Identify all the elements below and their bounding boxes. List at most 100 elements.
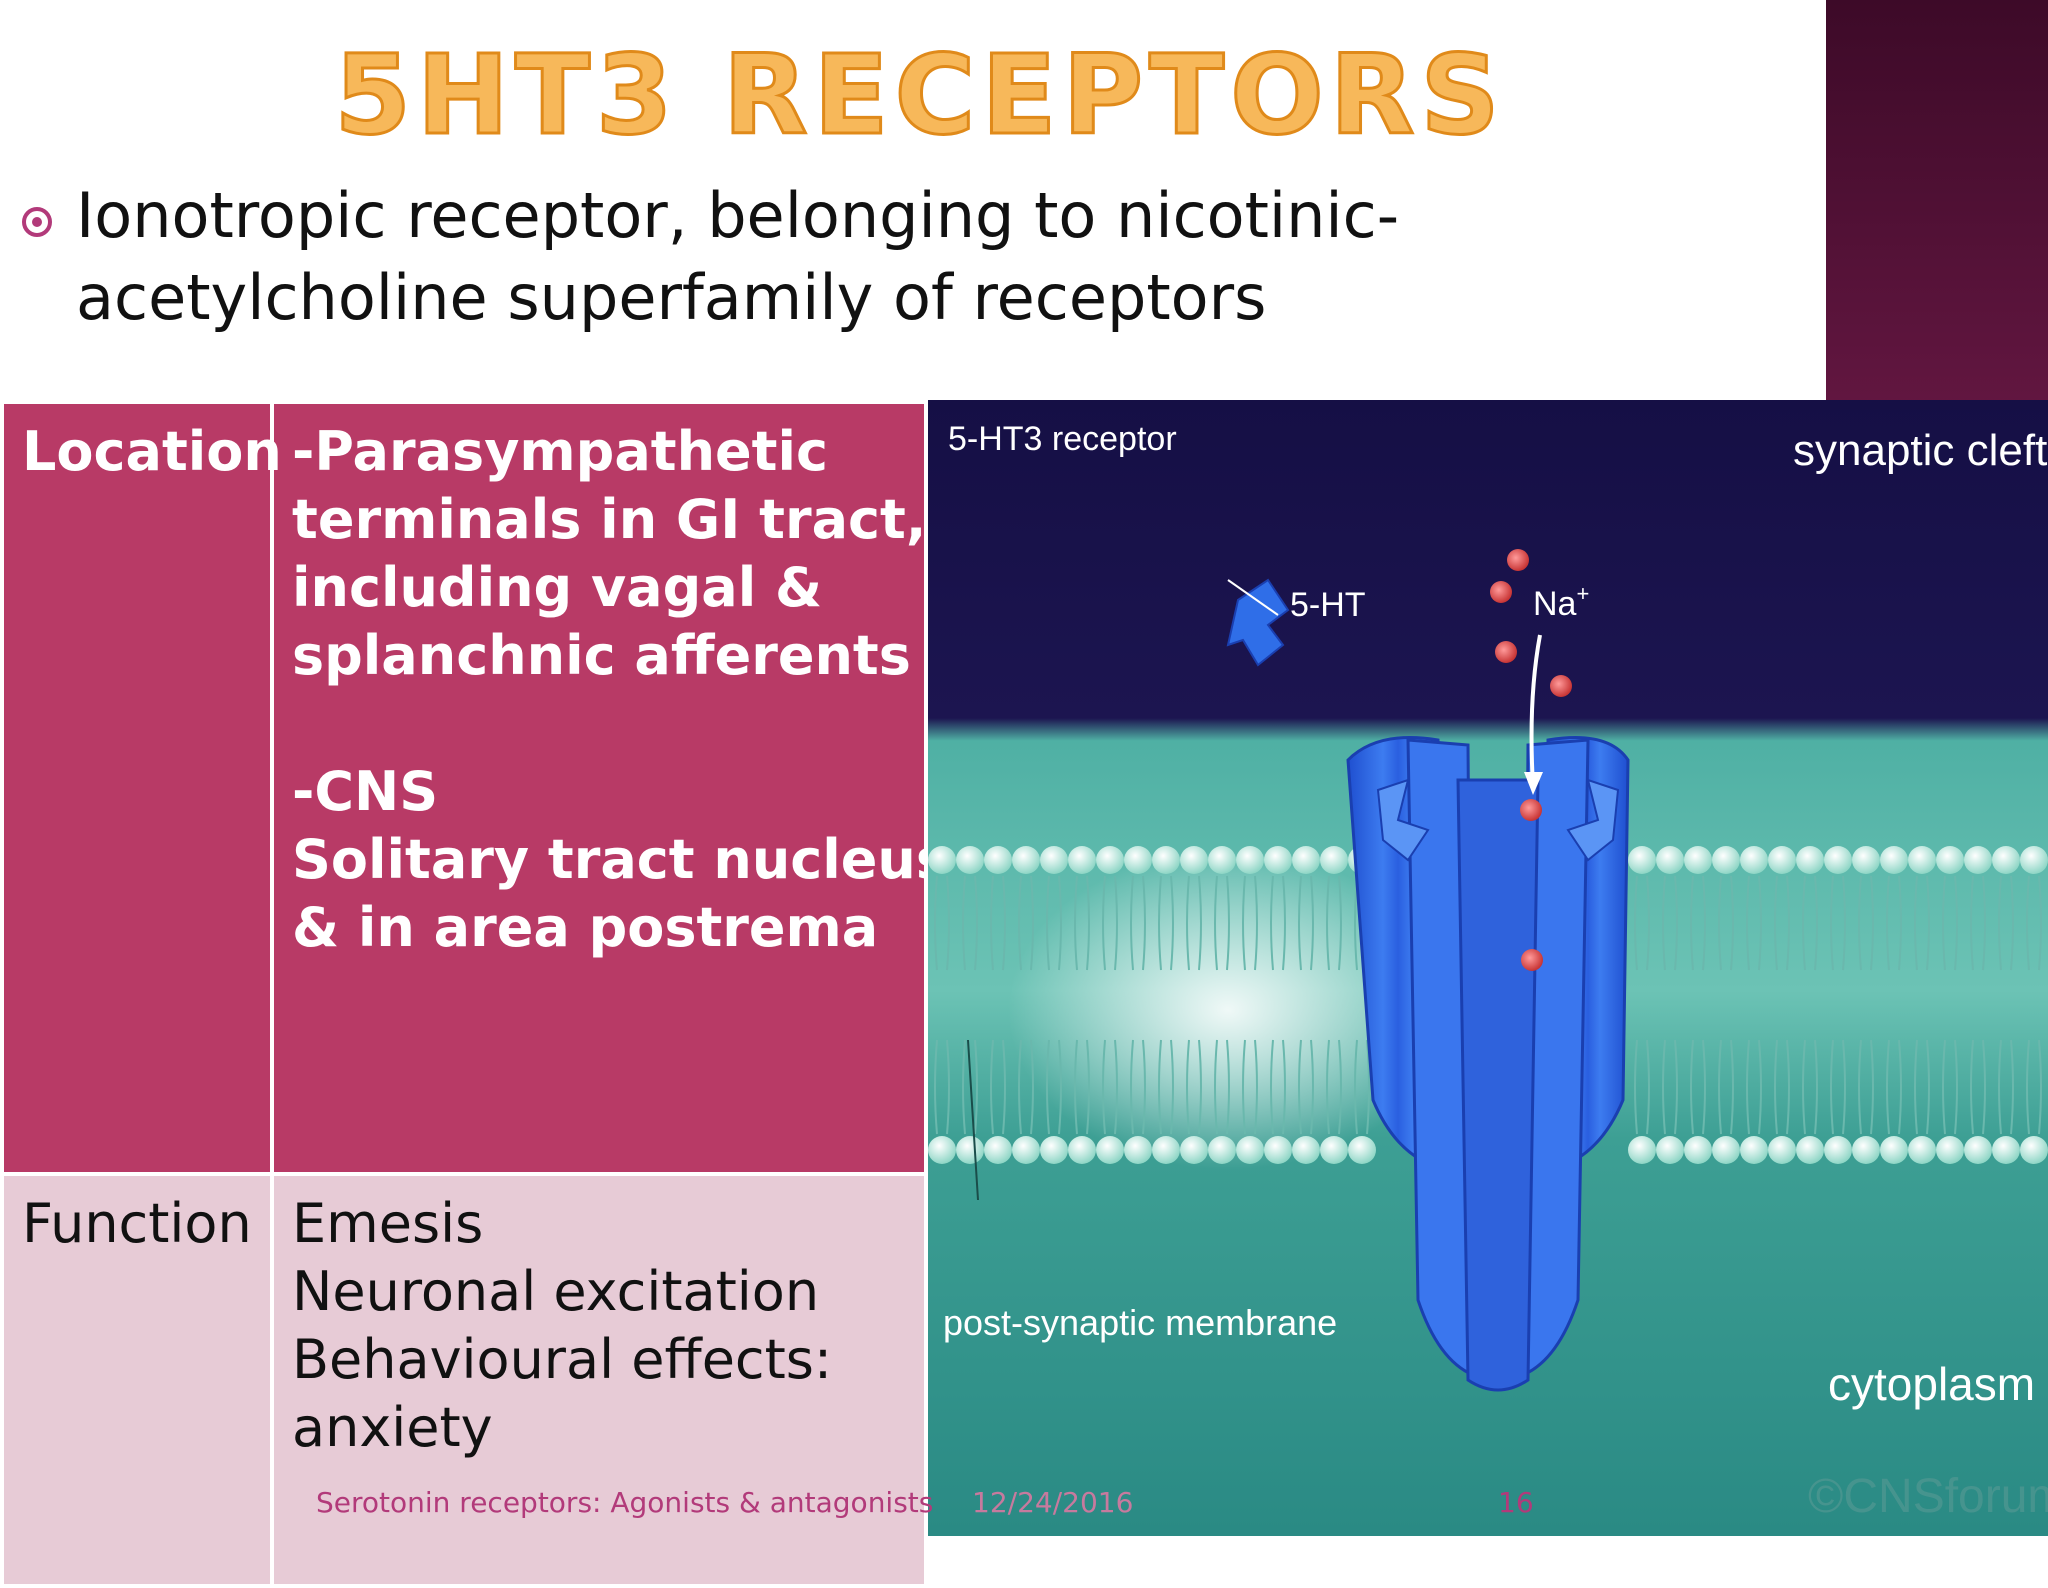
lipid-head	[1712, 846, 1740, 874]
ligand-label: 5-HT	[1290, 586, 1366, 624]
lipid-head	[1348, 1136, 1376, 1164]
sodium-ion	[1521, 949, 1543, 971]
bullet-line-1: Ionotropic receptor, belonging to nicoti…	[76, 179, 1400, 252]
lipid-head	[1152, 846, 1180, 874]
location-label: Location	[0, 400, 282, 1176]
lipid-tail	[1326, 1039, 1342, 1135]
lipid-tail	[1746, 875, 1762, 971]
slide-title: 5HT3 RECEPTORS	[333, 30, 1506, 161]
lipid-tail	[1130, 1039, 1146, 1135]
receptor-diagram: 5-HT3 receptor synaptic cleft 5-HT Na+ p…	[928, 400, 2048, 1536]
lipid-head	[1908, 846, 1936, 874]
bullet-circle-icon	[22, 207, 52, 237]
lipid-head	[1068, 846, 1096, 874]
lipid-head	[1992, 846, 2020, 874]
lipid-head	[1768, 846, 1796, 874]
lipid-head	[928, 846, 956, 874]
lipid-tail	[1158, 1039, 1174, 1135]
copyright-credit: ©CNSforum.com	[1808, 1470, 2048, 1523]
lipid-head	[1964, 846, 1992, 874]
function-value: Emesis Neuronal excitation Behavioural e…	[270, 1172, 928, 1588]
lipid-tail	[1242, 875, 1258, 971]
lipid-head	[1208, 1136, 1236, 1164]
lipid-head	[1992, 1136, 2020, 1164]
lipid-head	[956, 1136, 984, 1164]
lipid-tail	[1102, 1039, 1118, 1135]
sodium-ions	[1490, 549, 1572, 971]
sodium-ion	[1495, 641, 1517, 663]
lipid-tail	[1130, 875, 1146, 971]
lipid-tail	[1802, 1039, 1818, 1135]
lipid-head	[1124, 846, 1152, 874]
lipid-tail	[990, 875, 1006, 971]
location-line: including vagal &	[292, 556, 823, 619]
lipid-head	[984, 846, 1012, 874]
lipid-tail	[1102, 875, 1118, 971]
lipid-tail	[1718, 1039, 1734, 1135]
lipid-head	[1320, 846, 1348, 874]
function-label: Function	[0, 1172, 274, 1588]
lipid-head	[1852, 846, 1880, 874]
lipid-head	[1936, 1136, 1964, 1164]
table-row-function: Function Emesis Neuronal excitation Beha…	[0, 1172, 928, 1588]
lipid-tail	[1914, 1039, 1930, 1135]
lipid-head	[1068, 1136, 1096, 1164]
lipid-tail	[1746, 1039, 1762, 1135]
sodium-ion	[1550, 675, 1572, 697]
location-line: Solitary tract nucleus	[292, 828, 949, 891]
lipid-tail	[1858, 1039, 1874, 1135]
lipid-head	[1264, 846, 1292, 874]
lipid-tail	[1886, 875, 1902, 971]
lipid-tail	[1018, 1039, 1034, 1135]
lipid-head	[1152, 1136, 1180, 1164]
lipid-tail	[1270, 1039, 1286, 1135]
cytoplasm-label: cytoplasm	[1828, 1358, 2035, 1410]
lipid-head	[1628, 846, 1656, 874]
lipid-bilayer	[928, 846, 2048, 1164]
lipid-tail	[1214, 1039, 1230, 1135]
lipid-tail	[1662, 875, 1678, 971]
lipid-head	[1040, 1136, 1068, 1164]
lipid-tail	[1886, 1039, 1902, 1135]
lipid-head	[1236, 846, 1264, 874]
function-line: anxiety	[292, 1396, 493, 1459]
lipid-head	[928, 1136, 956, 1164]
lipid-head	[1124, 1136, 1152, 1164]
lipid-head	[1264, 1136, 1292, 1164]
lipid-tail	[1774, 1039, 1790, 1135]
ion-label: Na+	[1533, 581, 1589, 623]
lipid-head	[1012, 1136, 1040, 1164]
lipid-tail	[1942, 1039, 1958, 1135]
lipid-head	[1796, 1136, 1824, 1164]
lipid-tail	[1214, 875, 1230, 971]
lipid-tail	[1970, 875, 1986, 971]
ion-charge: +	[1576, 581, 1589, 606]
bullet-point: Ionotropic receptor, belonging to nicoti…	[22, 175, 1522, 339]
location-spacer	[292, 690, 906, 758]
lipid-head	[1096, 1136, 1124, 1164]
lipid-tail	[1046, 875, 1062, 971]
lipid-tail	[1326, 875, 1342, 971]
lipid-tail	[1186, 875, 1202, 971]
serotonin-ligand	[1226, 578, 1290, 667]
receptor-label: 5-HT3 receptor	[948, 420, 1177, 458]
lipid-head	[1936, 846, 1964, 874]
ion-label-text: Na	[1533, 585, 1577, 623]
lipid-head	[1908, 1136, 1936, 1164]
lipid-head	[1684, 1136, 1712, 1164]
footer-subject: Serotonin receptors: Agonists & antagoni…	[316, 1486, 934, 1519]
lipid-tail	[1074, 1039, 1090, 1135]
lipid-tail	[2026, 875, 2042, 971]
lipid-head	[1012, 846, 1040, 874]
receptor-info-table: Location -Parasympathetic terminals in G…	[0, 400, 949, 1588]
function-line: Behavioural effects:	[292, 1328, 833, 1391]
lipid-tail	[990, 1039, 1006, 1135]
bullet-line-2: acetylcholine superfamily of receptors	[76, 261, 1267, 334]
membrane-pointer-line	[967, 1039, 979, 1201]
lipid-tail	[934, 1039, 950, 1135]
lipid-tail	[2026, 1039, 2042, 1135]
ion-flow-arrowhead	[1524, 772, 1543, 795]
lipid-head	[1684, 846, 1712, 874]
lipid-head	[1768, 1136, 1796, 1164]
bullet-text: Ionotropic receptor, belonging to nicoti…	[76, 175, 1399, 339]
